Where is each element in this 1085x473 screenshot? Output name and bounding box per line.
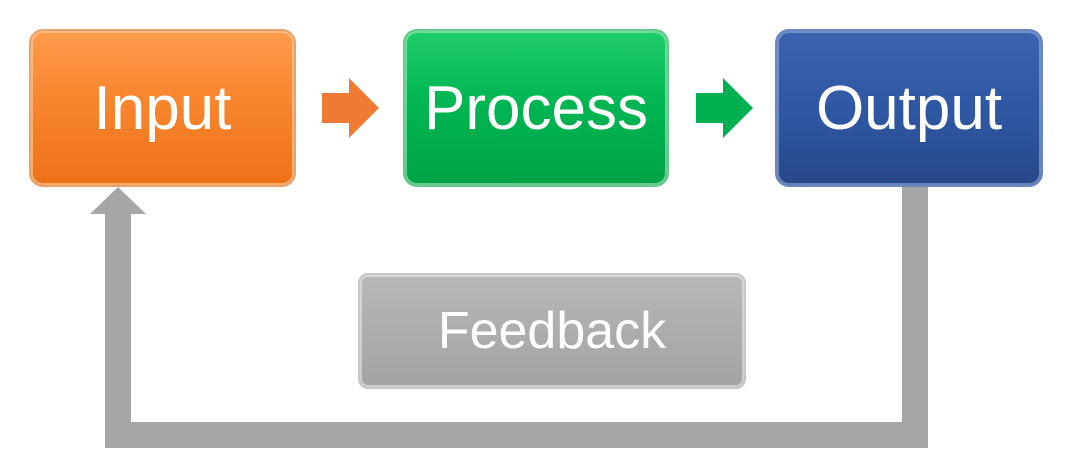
input-node: Input — [29, 29, 296, 187]
process-node: Process — [403, 29, 669, 187]
process-label: Process — [424, 73, 648, 143]
feedback-label: Feedback — [437, 302, 667, 360]
input-label: Input — [93, 73, 232, 143]
feedback-node: Feedback — [358, 273, 746, 389]
output-node: Output — [775, 29, 1043, 187]
arrow-input-to-process — [322, 78, 379, 138]
output-label: Output — [815, 73, 1003, 143]
arrow-process-to-output — [696, 78, 753, 138]
